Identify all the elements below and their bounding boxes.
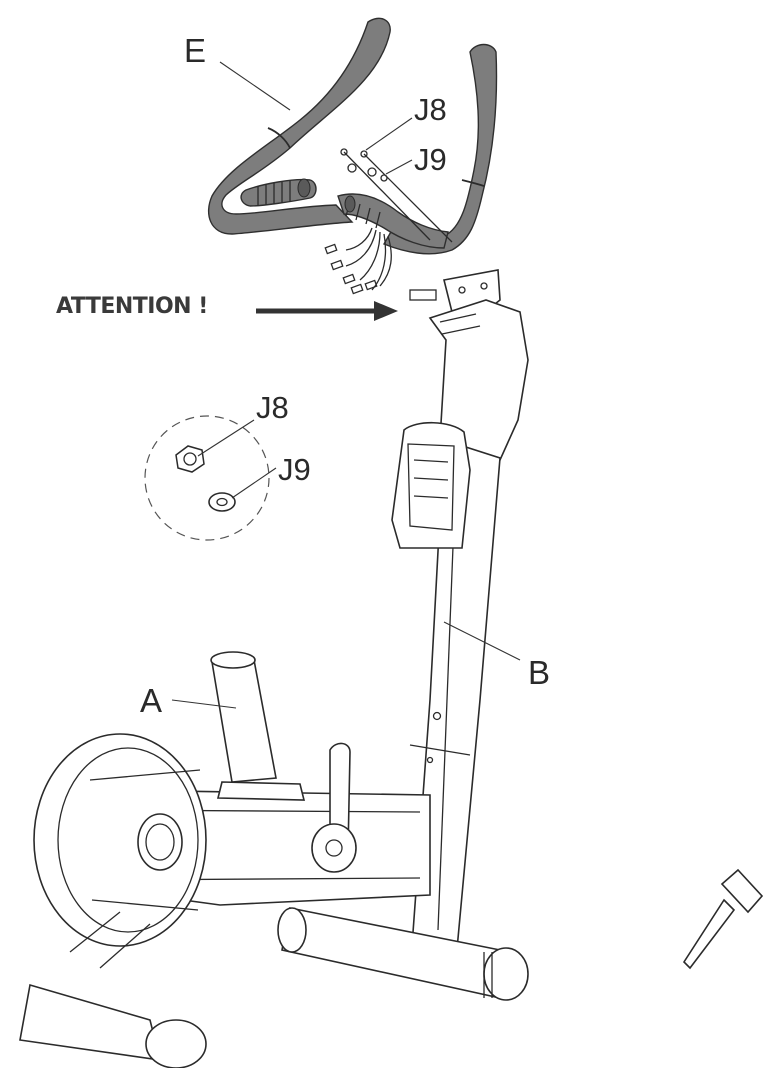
- label-j9-detail: J9: [278, 452, 311, 487]
- label-j9-top: J9: [414, 142, 447, 177]
- mast-b: [391, 269, 529, 962]
- allen-key-icon: [682, 868, 764, 970]
- attention-callout: ATTENTION !: [56, 294, 398, 321]
- handlebar-e: [207, 17, 498, 255]
- label-j8-detail: J8: [256, 390, 289, 425]
- detail-circle: [144, 415, 270, 541]
- frame-base: [19, 651, 529, 1068]
- washer-j9-part: [208, 492, 236, 512]
- label-a: A: [140, 682, 162, 719]
- arrow-right-icon: [256, 301, 398, 321]
- attention-text: ATTENTION !: [56, 294, 208, 319]
- small-fasteners: [340, 148, 453, 243]
- cable-bundle: [324, 227, 392, 295]
- leader-lines: [171, 61, 521, 709]
- label-j8-top: J8: [414, 92, 447, 127]
- nut-j8-part: [175, 445, 205, 473]
- label-b: B: [528, 654, 550, 691]
- label-e: E: [184, 32, 206, 69]
